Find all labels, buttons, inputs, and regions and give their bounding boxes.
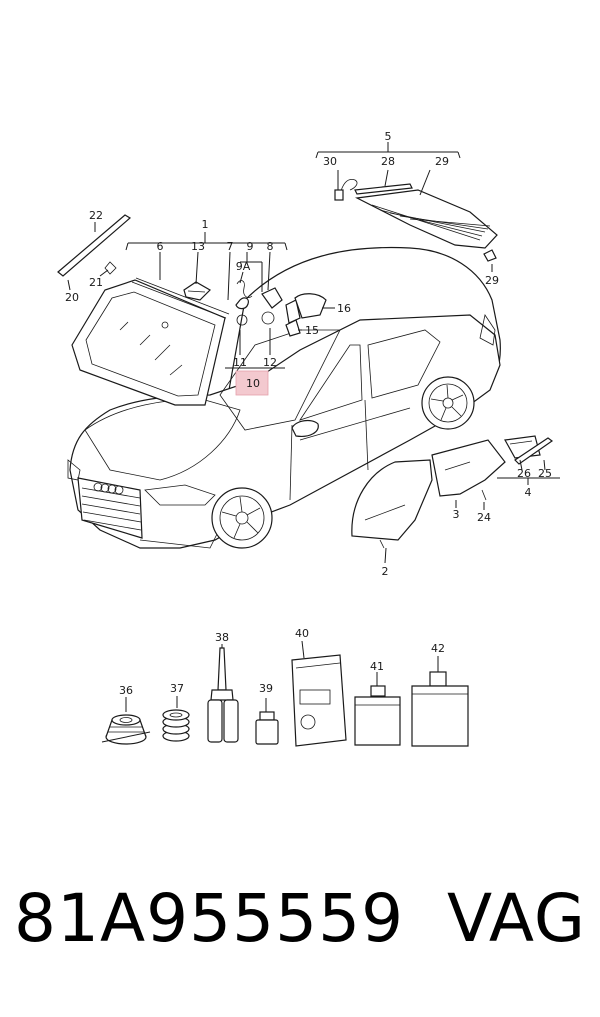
callout-24: 24	[477, 511, 491, 524]
leader-lines	[67, 142, 560, 564]
callout-38: 38	[215, 631, 229, 644]
callout-26: 26	[517, 467, 531, 480]
callout-20: 20	[65, 291, 79, 304]
callout-5: 5	[385, 130, 392, 143]
callout-16: 16	[337, 302, 351, 315]
front-windshield	[71, 277, 230, 406]
callout-1: 1	[202, 218, 209, 231]
callout-9a: 9A	[236, 260, 251, 273]
callout-21: 21	[89, 276, 103, 289]
callout-4: 4	[525, 486, 532, 499]
callout-labels: 1 6 13 7 9 8 9A 16 15 11 12 10 22 20 21 …	[65, 130, 552, 697]
callout-7: 7	[227, 240, 234, 253]
front-door-glass	[351, 459, 433, 549]
primer-bottle-39	[255, 698, 279, 745]
callout-6: 6	[157, 240, 164, 253]
brand-label: VAG	[446, 880, 586, 957]
callout-22: 22	[89, 209, 103, 222]
rear-window	[334, 178, 498, 262]
rear-door-glass	[431, 439, 506, 501]
callout-12: 12	[263, 356, 277, 369]
small-clips	[235, 280, 327, 337]
car-body	[67, 246, 501, 549]
adhesive-cartridge-38	[207, 644, 239, 743]
callout-10-highlight	[235, 370, 269, 396]
callout-40: 40	[295, 627, 309, 640]
tape-roll-36	[101, 697, 151, 745]
callout-11: 11	[233, 356, 247, 369]
callout-9: 9	[247, 240, 254, 253]
callout-8: 8	[267, 240, 274, 253]
cleaner-bottle-41	[354, 672, 401, 746]
sensor-cover-13	[183, 281, 211, 301]
cord-coil-37	[162, 696, 190, 742]
a-pillar-trim	[57, 214, 132, 277]
quarter-glass	[504, 435, 554, 465]
callout-10: 10	[246, 377, 260, 390]
adhesive-kit-bag-40	[291, 640, 347, 747]
callout-30: 30	[323, 155, 337, 168]
callout-36: 36	[119, 684, 133, 697]
part-number: 81A955559	[14, 880, 405, 957]
callout-42: 42	[431, 642, 445, 655]
callout-13: 13	[191, 240, 205, 253]
callout-39: 39	[259, 682, 273, 695]
callout-41: 41	[370, 660, 384, 673]
callout-2: 2	[382, 565, 389, 578]
callout-3: 3	[453, 508, 460, 521]
callout-29-top: 29	[435, 155, 449, 168]
callout-37: 37	[170, 682, 184, 695]
footer: 81A955559 VAG	[0, 880, 600, 990]
callout-15: 15	[305, 324, 319, 337]
callout-25: 25	[538, 467, 552, 480]
activator-bottle-42	[411, 656, 469, 747]
callout-29-clip: 29	[485, 274, 499, 287]
callout-28: 28	[381, 155, 395, 168]
